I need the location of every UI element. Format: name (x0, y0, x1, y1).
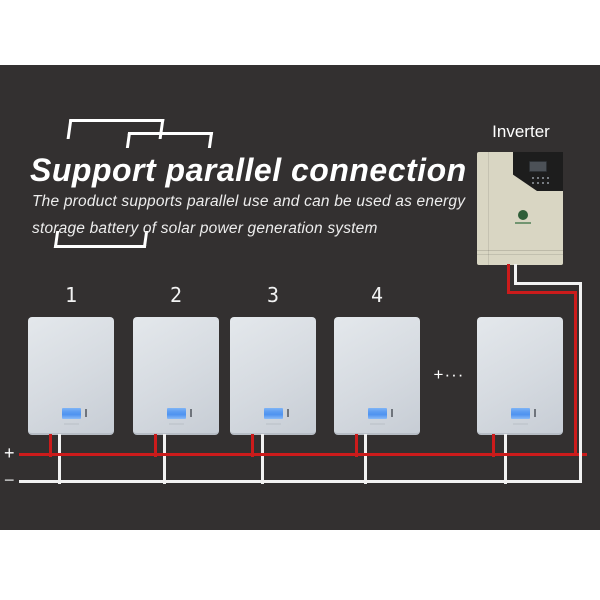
inverter-positive-wire-run (507, 291, 577, 294)
brand-logo-icon (518, 210, 528, 220)
battery-screen (167, 408, 186, 419)
positive-terminal-label: + (4, 443, 15, 463)
battery-screen-caption (513, 423, 528, 425)
inverter-negative-wire-drop (514, 264, 517, 285)
battery-unit-2 (133, 317, 219, 435)
decorative-bracket-top-2 (125, 132, 214, 148)
battery-screen-mark (534, 409, 536, 417)
battery-screen (368, 408, 387, 419)
battery-screen-caption (266, 423, 281, 425)
positive-bus-wire (19, 453, 587, 456)
inverter-buttons-row-1 (532, 177, 534, 179)
battery-4-number: 4 (370, 283, 384, 307)
battery-4-negative-wire (364, 434, 367, 484)
more-batteries-ellipsis: +··· (433, 365, 465, 384)
inverter-seam (477, 254, 563, 255)
negative-bus-wire (19, 480, 582, 483)
battery-screen-mark (391, 409, 393, 417)
subtitle-line-1: The product supports parallel use and ca… (32, 193, 466, 210)
battery-3-positive-wire (251, 434, 254, 457)
inverter-seam (477, 250, 563, 251)
inverter-buttons-row-2 (532, 182, 534, 184)
battery-unit-n (477, 317, 563, 435)
inverter-positive-wire-riser (574, 291, 577, 456)
inverter-unit (477, 152, 563, 265)
dark-background-panel (0, 65, 600, 530)
battery-screen (511, 408, 530, 419)
battery-1-negative-wire (58, 434, 61, 484)
battery-3-number: 3 (266, 283, 280, 307)
battery-1-positive-wire (49, 434, 52, 457)
battery-screen-mark (85, 409, 87, 417)
inverter-positive-wire-drop (507, 264, 510, 294)
inverter-label: Inverter (492, 122, 550, 141)
brand-logo-text (515, 222, 531, 224)
battery-unit-1 (28, 317, 114, 435)
battery-screen (264, 408, 283, 419)
inverter-negative-wire-run (514, 282, 582, 285)
battery-unit-4 (334, 317, 420, 435)
battery-unit-3 (230, 317, 316, 435)
battery-n-positive-wire (492, 434, 495, 457)
battery-screen-caption (370, 423, 385, 425)
negative-terminal-label: − (4, 470, 15, 490)
inverter-display (529, 161, 547, 172)
battery-2-negative-wire (163, 434, 166, 484)
battery-screen-caption (64, 423, 79, 425)
inverter-negative-wire-riser (579, 282, 582, 483)
battery-screen-mark (190, 409, 192, 417)
battery-1-number: 1 (64, 283, 78, 307)
battery-2-positive-wire (154, 434, 157, 457)
battery-4-positive-wire (355, 434, 358, 457)
battery-2-number: 2 (169, 283, 183, 307)
battery-screen-caption (169, 423, 184, 425)
battery-screen (62, 408, 81, 419)
battery-3-negative-wire (261, 434, 264, 484)
subtitle-line-2: storage battery of solar power generatio… (32, 220, 378, 237)
page-title: Support parallel connection (30, 152, 467, 188)
inverter-seam (488, 152, 489, 265)
battery-n-negative-wire (504, 434, 507, 484)
battery-screen-mark (287, 409, 289, 417)
